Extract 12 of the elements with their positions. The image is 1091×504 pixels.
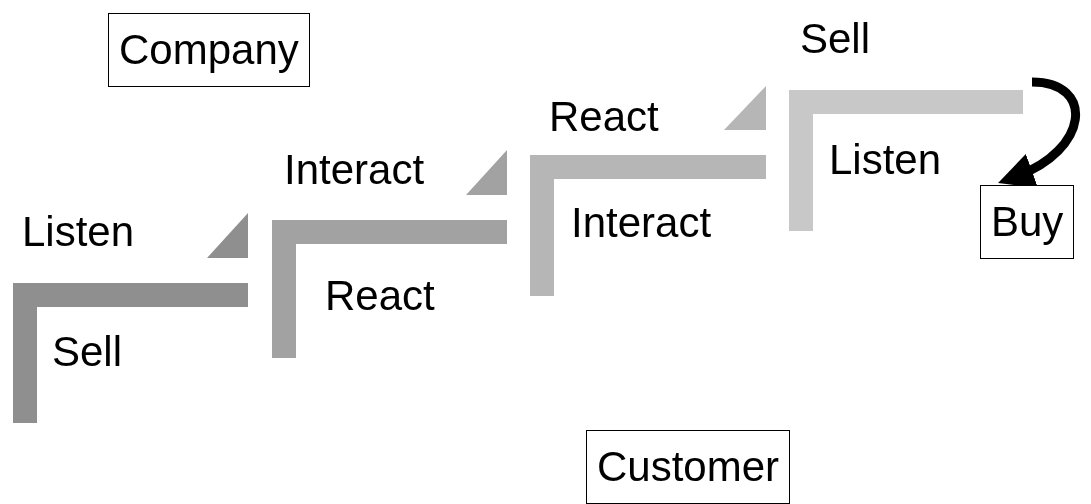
step-label: React: [325, 272, 435, 320]
step-label: Interact: [571, 199, 712, 247]
step-label: Interact: [284, 146, 425, 194]
curved-arrow: [998, 77, 1080, 187]
step-label: Sell: [800, 15, 871, 63]
step-label: Sell: [52, 328, 123, 376]
step-label: Listen: [829, 136, 942, 184]
label-box: Customer: [586, 430, 791, 504]
label-box: Buy: [980, 185, 1075, 259]
step-label: React: [549, 93, 659, 141]
step-label: Listen: [22, 208, 135, 256]
label-box: Company: [108, 13, 310, 87]
